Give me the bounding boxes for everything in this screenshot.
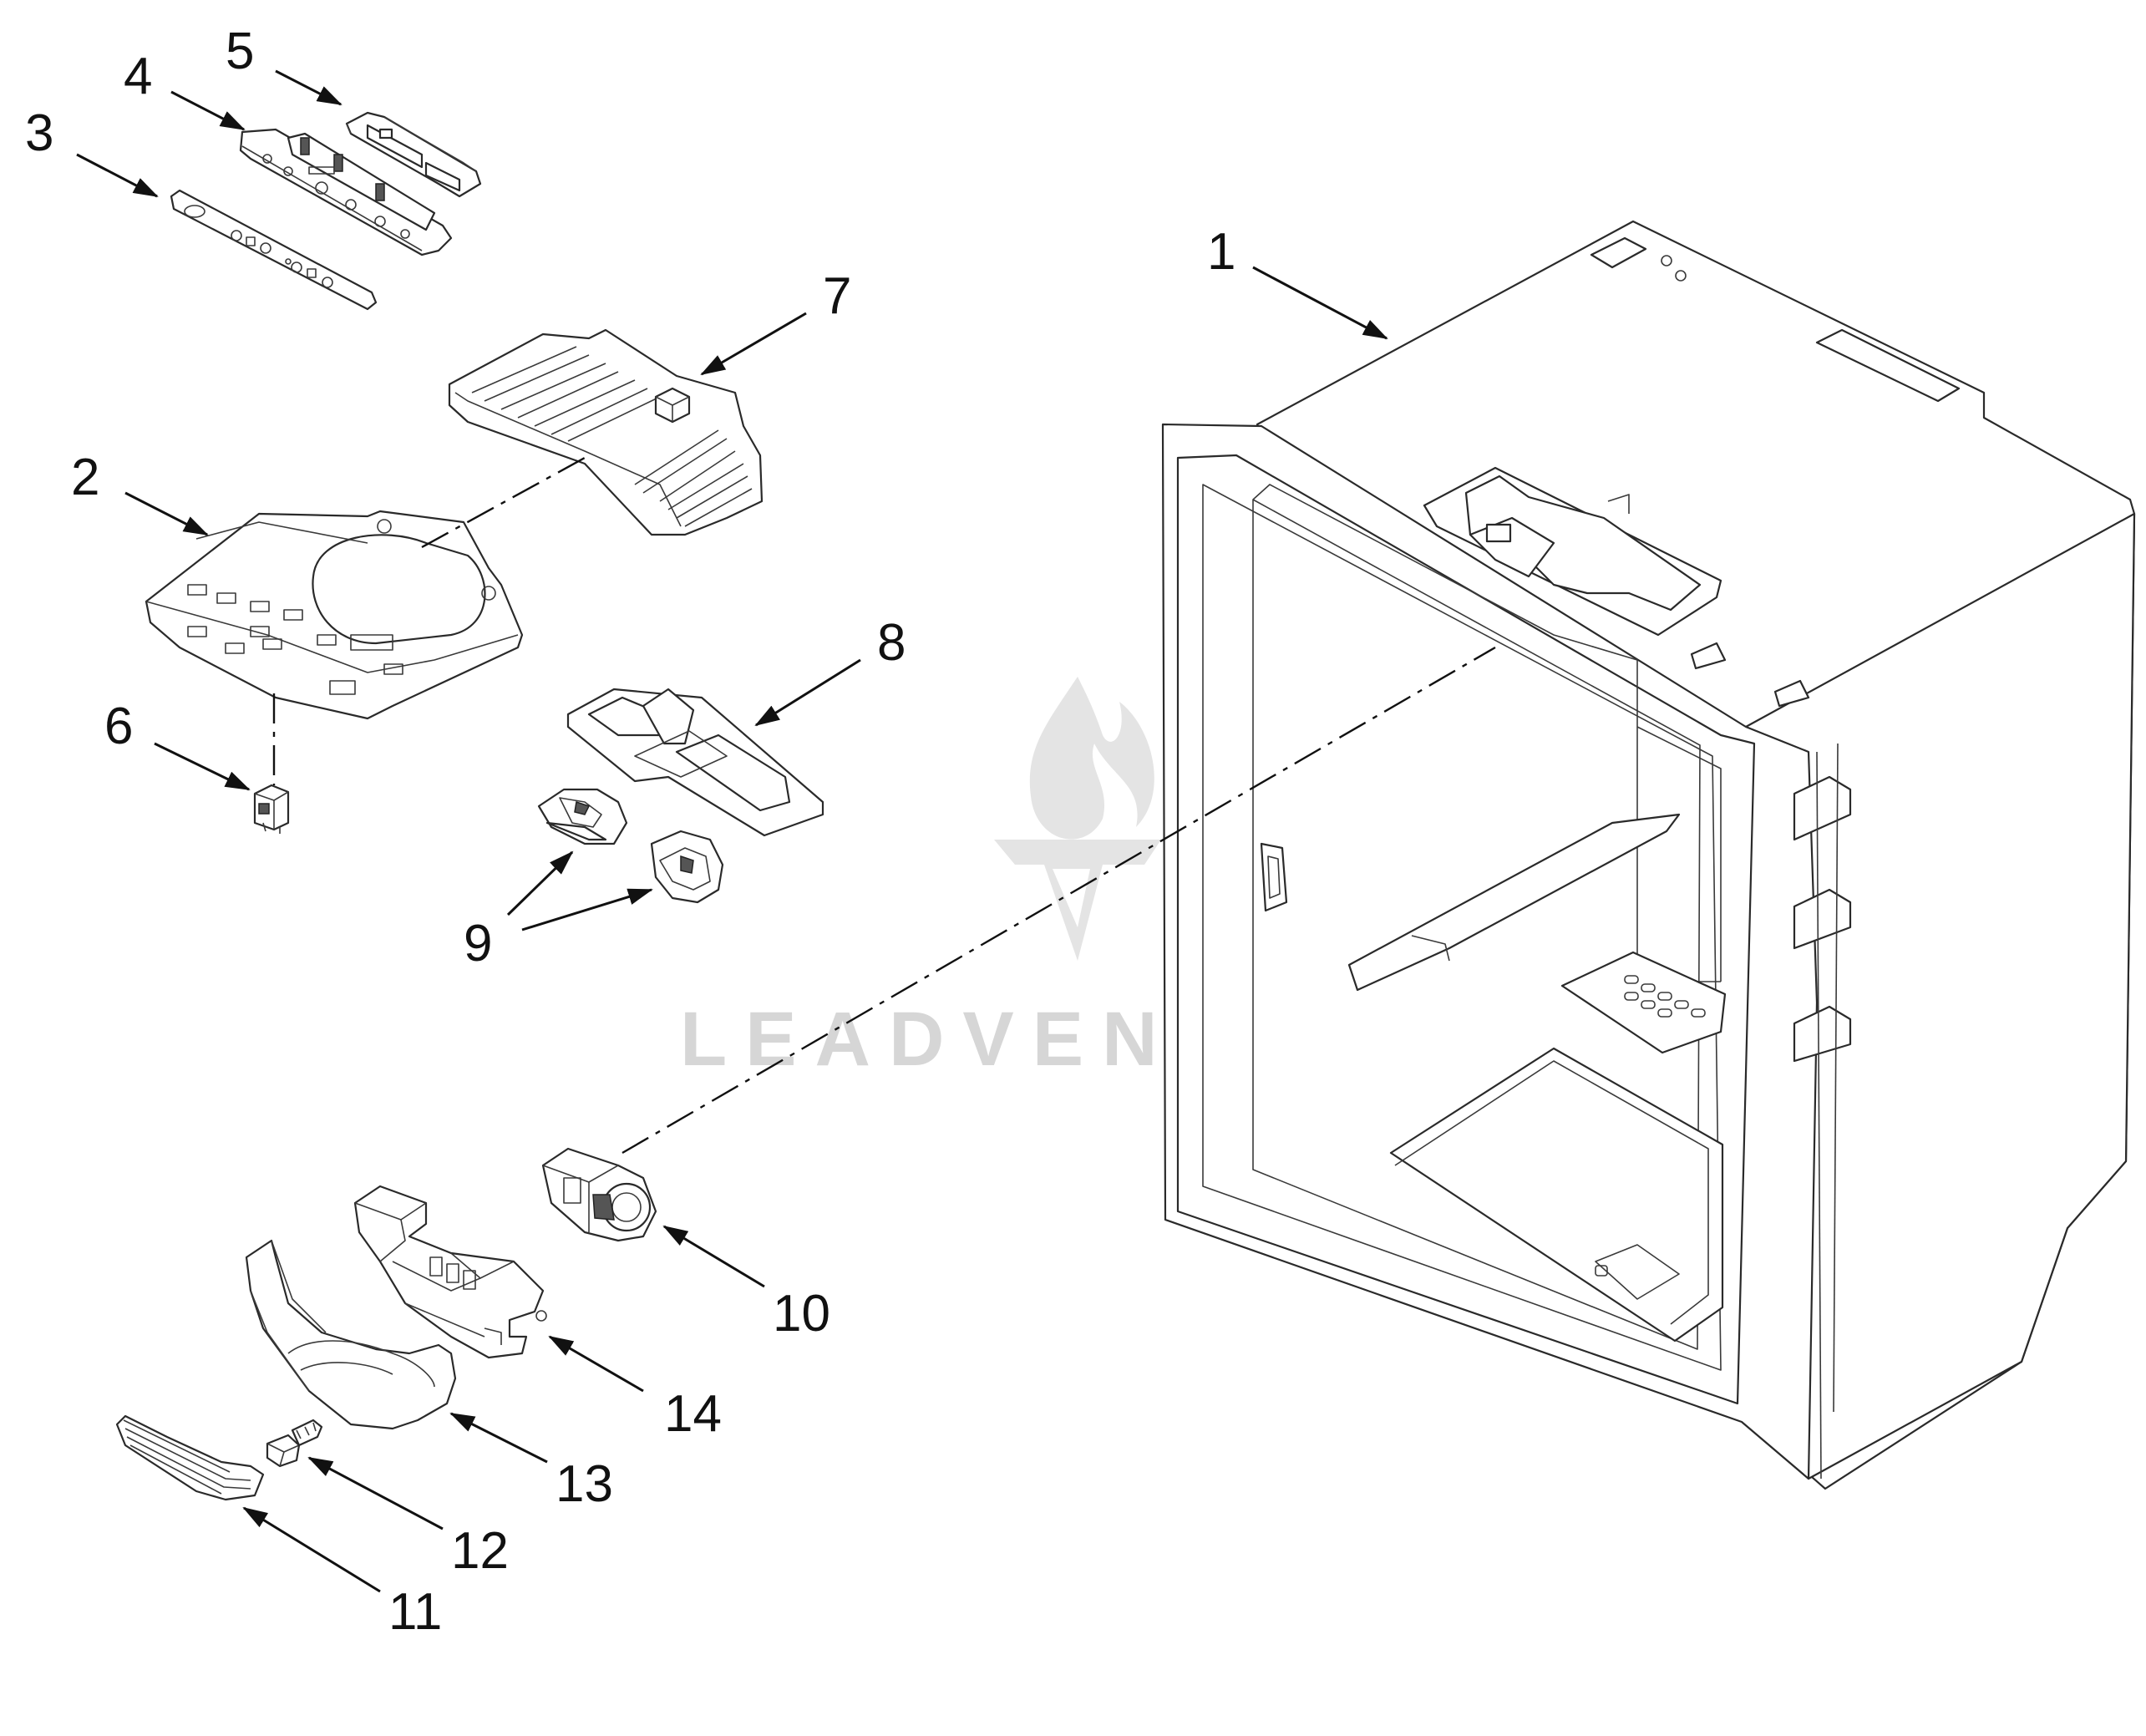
- leader-12: [307, 1456, 444, 1530]
- part-13-lower-cover: [245, 1239, 457, 1430]
- leader-7: [700, 312, 807, 376]
- callout-11: 11: [388, 1583, 442, 1641]
- leader-8: [754, 658, 861, 727]
- leader-5: [275, 69, 342, 106]
- leader-11: [242, 1506, 381, 1593]
- part-10-damper: [541, 1147, 657, 1242]
- leader-9a: [506, 850, 574, 916]
- callout-9: 9: [464, 915, 492, 972]
- assembly-line-2-7: [421, 456, 586, 549]
- part-14-bracket: [353, 1185, 547, 1359]
- callout-labels: 1 2 3 4 5 6 7 8 9 10 11 12 13 14: [25, 23, 1235, 1641]
- assembly-lines: [272, 456, 1496, 1155]
- part-4-control-board: [239, 128, 453, 256]
- leader-13: [449, 1412, 548, 1464]
- callout-5: 5: [226, 23, 254, 80]
- part-9-socket-upper: [537, 788, 628, 845]
- part-5-board-cover: [345, 111, 482, 198]
- leader-3: [76, 153, 159, 198]
- callout-8: 8: [877, 614, 906, 672]
- callout-3: 3: [25, 104, 53, 162]
- part-1-liner: [1161, 220, 2136, 1490]
- callout-10: 10: [773, 1285, 830, 1343]
- part-3-control-overlay: [170, 189, 378, 311]
- leader-10: [662, 1225, 765, 1288]
- part-12-screw: [266, 1419, 323, 1468]
- part-2-control-housing: [145, 510, 524, 720]
- callout-6: 6: [104, 698, 133, 755]
- callout-12: 12: [451, 1522, 509, 1580]
- part-11-grille: [115, 1414, 265, 1501]
- leader-4: [170, 90, 246, 131]
- leader-14: [548, 1335, 644, 1393]
- leader-1: [1252, 266, 1388, 340]
- part-9-socket-lower: [650, 830, 724, 904]
- vent-slots: [1624, 975, 1706, 1018]
- callout-2: 2: [71, 449, 99, 506]
- v-logo-icon: [994, 840, 1161, 961]
- assembly-line-10-1: [621, 646, 1496, 1155]
- callout-1: 1: [1207, 223, 1235, 281]
- part-8-light-lens: [566, 688, 824, 837]
- part-6-switch: [253, 784, 290, 834]
- callout-4: 4: [124, 48, 152, 105]
- flame-icon: [1029, 677, 1154, 840]
- duct-ribs: [471, 346, 753, 527]
- leader-9b: [521, 888, 653, 931]
- callout-7: 7: [823, 267, 851, 325]
- leader-6: [154, 742, 251, 791]
- callout-13: 13: [556, 1455, 613, 1513]
- leader-arrows: [76, 69, 1388, 1593]
- callout-14: 14: [664, 1385, 722, 1443]
- leader-2: [124, 491, 209, 536]
- part-7-air-duct: [448, 328, 764, 536]
